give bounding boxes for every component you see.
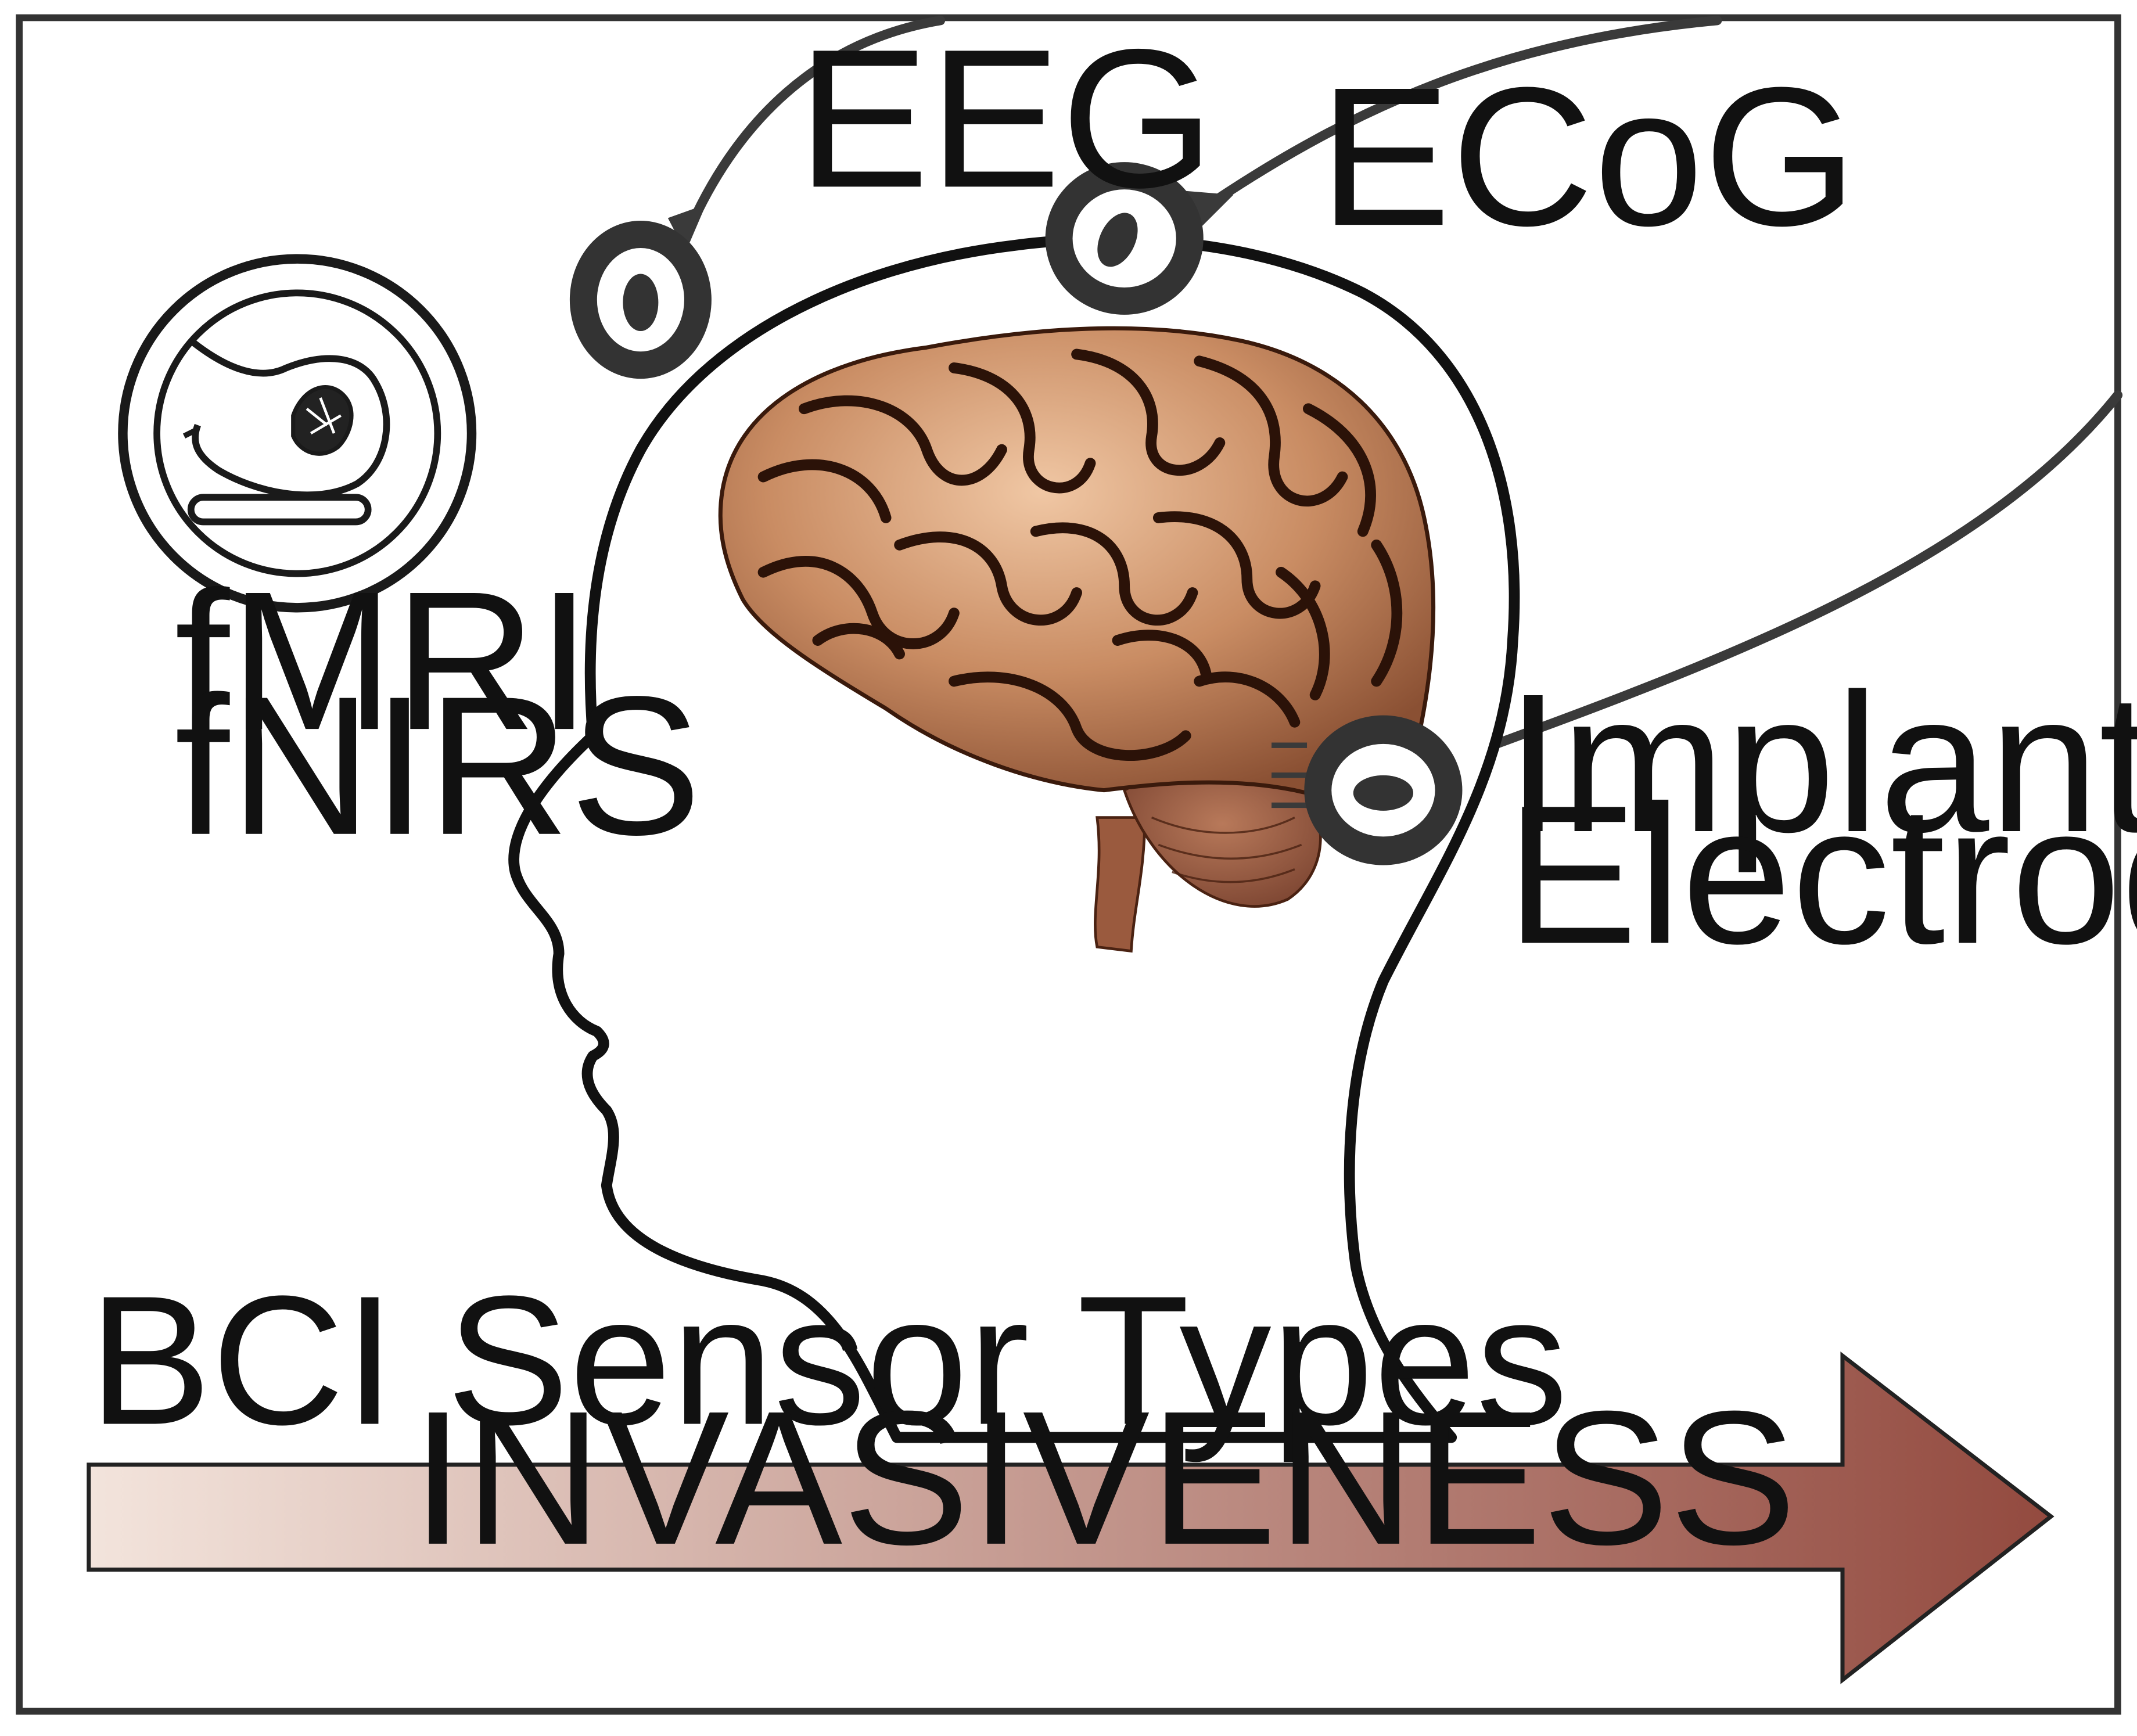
ecog-electrode-icon bbox=[1045, 162, 1204, 315]
fmri-label: fMRI bbox=[175, 551, 592, 771]
ecog-label: ECoG bbox=[1319, 46, 1857, 267]
sensor-cables bbox=[683, 15, 2123, 768]
electrodes-label: Electrodes bbox=[1506, 764, 2137, 985]
eeg-arrowhead bbox=[667, 204, 706, 252]
brain-icon bbox=[718, 326, 1436, 953]
figure-frame bbox=[16, 14, 2121, 1715]
invasiveness-arrow bbox=[87, 1352, 2055, 1684]
mri-scanner-icon bbox=[118, 254, 477, 613]
fnirs-label: fNIRS bbox=[175, 656, 702, 876]
implant-cable bbox=[1439, 390, 2123, 768]
diagram-title: BCI Sensor Types bbox=[89, 1257, 1568, 1464]
invasiveness-label: INVASIVENESS bbox=[411, 1371, 1797, 1584]
implanted-label: Implanted bbox=[1506, 653, 2137, 874]
implant-electrode-icon bbox=[1272, 715, 1463, 865]
brain-gyri bbox=[757, 348, 1403, 761]
ecog-cable bbox=[1194, 15, 1722, 216]
eeg-label: EEG bbox=[798, 8, 1215, 229]
brainstem bbox=[1094, 816, 1147, 953]
eeg-cable bbox=[683, 15, 946, 237]
eeg-electrode-icon bbox=[569, 221, 712, 379]
